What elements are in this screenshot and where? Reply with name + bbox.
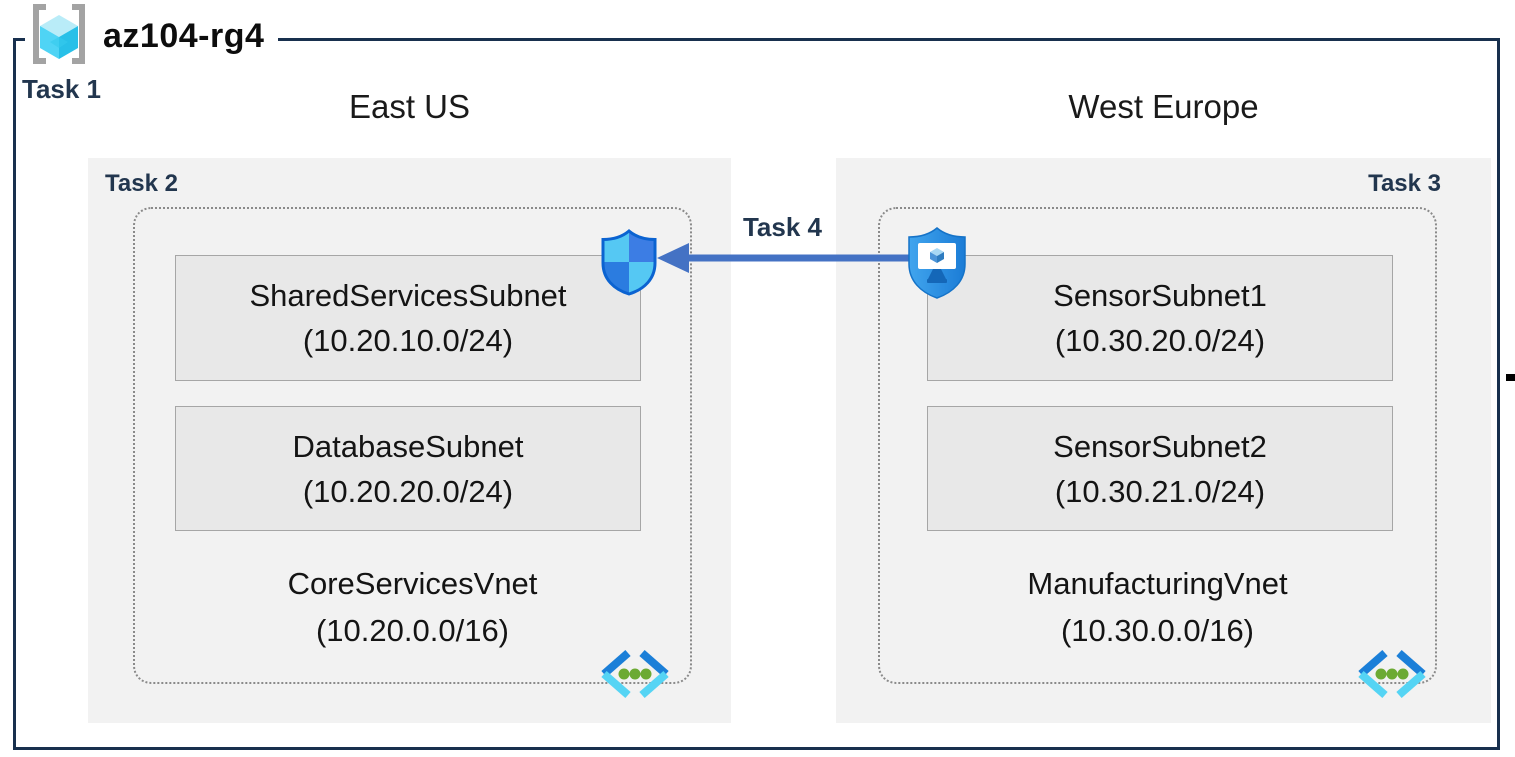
subnet-database: DatabaseSubnet (10.20.20.0/24) xyxy=(175,406,641,531)
task1-label: Task 1 xyxy=(22,74,102,104)
bastion-icon xyxy=(903,226,971,302)
virtual-network-icon xyxy=(1355,648,1429,700)
network-security-group-icon xyxy=(597,229,661,296)
vnet-name: ManufacturingVnet xyxy=(1027,566,1288,601)
subnet-sensor2: SensorSubnet2 (10.30.21.0/24) xyxy=(927,406,1393,531)
vnet-cidr: (10.20.0.0/16) xyxy=(315,613,510,648)
region-label-east-us: East US xyxy=(348,88,471,125)
core-services-vnet-box xyxy=(133,207,692,684)
subnet-name: SensorSubnet1 xyxy=(1053,278,1267,313)
subnet-shared-services: SharedServicesSubnet (10.20.10.0/24) xyxy=(175,255,641,381)
peering-arrow xyxy=(655,240,910,276)
subnet-name: DatabaseSubnet xyxy=(292,428,524,464)
task4-label: Task 4 xyxy=(742,212,822,242)
page-title: az104-rg4 xyxy=(103,16,265,55)
subnet-name: SharedServicesSubnet xyxy=(249,278,567,313)
subnet-sensor1: SensorSubnet1 (10.30.20.0/24) xyxy=(927,255,1393,381)
vnet-name: CoreServicesVnet xyxy=(287,566,538,601)
task2-label: Task 2 xyxy=(105,170,178,197)
virtual-network-icon xyxy=(598,648,672,700)
core-services-vnet-label: CoreServicesVnet (10.20.0.0/16) xyxy=(133,560,692,654)
subnet-name: SensorSubnet2 xyxy=(1053,428,1267,464)
task3-label: Task 3 xyxy=(1368,170,1441,197)
region-label-west-europe: West Europe xyxy=(1068,88,1259,125)
resource-group-legend: az104-rg4 xyxy=(25,3,279,70)
resource-group-icon xyxy=(27,3,91,70)
subnet-cidr: (10.20.10.0/24) xyxy=(302,323,514,358)
vnet-cidr: (10.30.0.0/16) xyxy=(1060,613,1255,648)
subnet-cidr: (10.30.20.0/24) xyxy=(1054,323,1266,358)
edge-dash xyxy=(1506,374,1515,381)
resource-group-border xyxy=(13,38,1500,750)
manufacturing-vnet-label: ManufacturingVnet (10.30.0.0/16) xyxy=(878,560,1437,654)
manufacturing-vnet-box xyxy=(878,207,1437,684)
subnet-cidr: (10.30.21.0/24) xyxy=(1054,473,1266,509)
subnet-cidr: (10.20.20.0/24) xyxy=(302,473,514,509)
